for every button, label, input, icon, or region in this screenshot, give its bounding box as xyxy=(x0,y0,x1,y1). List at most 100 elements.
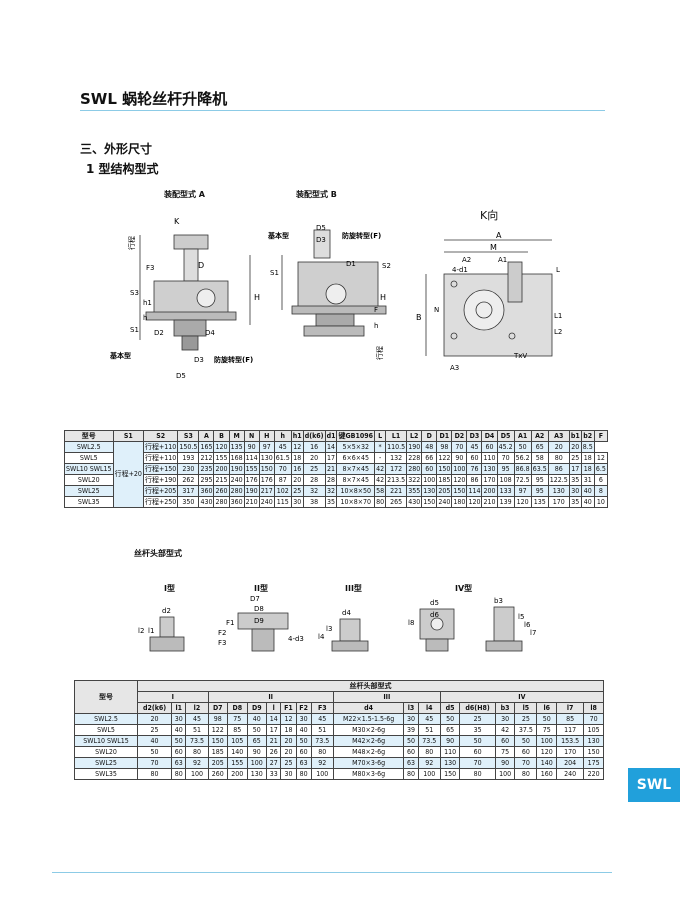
table-cell: 98 xyxy=(207,713,229,725)
t2-group-header: IV xyxy=(439,691,605,703)
t2-col-header: D7 xyxy=(207,702,229,714)
table-cell: 51 xyxy=(185,724,209,736)
table-cell: 6 xyxy=(593,474,609,486)
table-cell: 175 xyxy=(583,757,604,769)
table-cell: 21 xyxy=(324,463,338,475)
table-cell: 240 xyxy=(436,496,453,508)
svg-text:行程: 行程 xyxy=(127,236,136,250)
table-cell: 120 xyxy=(451,474,468,486)
table-cell: 180 xyxy=(451,496,468,508)
table-cell: 139 xyxy=(496,496,515,508)
table-cell: 80 xyxy=(417,746,441,758)
table-cell: 行程+250 xyxy=(142,496,179,508)
table-cell: 75 xyxy=(227,713,248,725)
table-cell: 66 xyxy=(421,452,438,464)
s1-cell: 行程+20 xyxy=(112,441,144,508)
table-cell: 114 xyxy=(243,452,260,464)
table-cell: 58 xyxy=(530,452,549,464)
table-cell: 221 xyxy=(385,485,408,497)
svg-text:D3: D3 xyxy=(316,236,326,244)
table-cell: 322 xyxy=(406,474,423,486)
table-cell: 215 xyxy=(213,474,230,486)
table-cell: 193 xyxy=(177,452,200,464)
table-cell: 240 xyxy=(555,768,585,780)
table-cell: 42 xyxy=(374,474,387,486)
k-view-title: K向 xyxy=(480,209,499,222)
t2-col-header: F3 xyxy=(310,702,334,714)
svg-text:S2: S2 xyxy=(382,262,391,270)
table-cell: 70 xyxy=(459,757,496,769)
table-cell: 170 xyxy=(555,746,585,758)
table-cell: 100 xyxy=(494,768,516,780)
table-cell: 295 xyxy=(198,474,215,486)
table-cell: 150 xyxy=(451,485,468,497)
t1-col-header: D4 xyxy=(481,430,498,442)
table-cell: * xyxy=(374,441,387,453)
svg-text:4-d1: 4-d1 xyxy=(452,266,468,274)
table-cell: 110 xyxy=(481,452,498,464)
table-cell: 360 xyxy=(228,496,245,508)
table-cell: 317 xyxy=(177,485,200,497)
t1-col-header: L1 xyxy=(385,430,408,442)
table-cell: 25 xyxy=(302,463,326,475)
table-cell: 8.5 xyxy=(580,441,595,453)
svg-text:TxV: TxV xyxy=(513,352,527,360)
table-cell: 60 xyxy=(295,746,312,758)
table-cell: 98 xyxy=(436,441,453,453)
t1-col-header: A2 xyxy=(530,430,549,442)
table-cell: M30×2-6g xyxy=(332,724,405,736)
table-cell: 140 xyxy=(536,757,557,769)
table-cell: 65 xyxy=(246,735,268,747)
t1-col-header: D3 xyxy=(466,430,483,442)
t2-col-header: l3 xyxy=(403,702,419,714)
table-cell: 205 xyxy=(207,757,229,769)
t1-col-header: D2 xyxy=(451,430,468,442)
table-cell: 90 xyxy=(451,452,468,464)
table-cell: 17 xyxy=(266,724,282,736)
t2-col-header: b3 xyxy=(494,702,516,714)
table-cell: 25 xyxy=(290,485,304,497)
t2-col-header: l5 xyxy=(514,702,538,714)
t1-col-header: F xyxy=(593,430,609,442)
table-cell: 63 xyxy=(403,757,419,769)
table-cell: 60 xyxy=(466,452,483,464)
table-cell: 90 xyxy=(439,735,461,747)
svg-text:D: D xyxy=(198,261,204,270)
svg-text:F1: F1 xyxy=(226,619,234,627)
svg-text:l4: l4 xyxy=(318,633,325,641)
svg-text:l2: l2 xyxy=(138,627,144,635)
table-cell: 130 xyxy=(481,463,498,475)
table-cell: 80 xyxy=(185,746,209,758)
svg-text:D4: D4 xyxy=(205,329,215,337)
table-cell: 100 xyxy=(310,768,334,780)
table-cell: 50 xyxy=(536,713,557,725)
svg-text:D5: D5 xyxy=(316,224,326,232)
table-cell: 130 xyxy=(258,452,275,464)
table-cell: 135 xyxy=(228,441,245,453)
svg-text:A1: A1 xyxy=(498,256,507,264)
model-cell: SWL35 xyxy=(64,496,114,508)
svg-text:4-d3: 4-d3 xyxy=(288,635,304,643)
table-cell: 27 xyxy=(266,757,282,769)
svg-text:S1: S1 xyxy=(130,326,139,334)
table-cell: 130 xyxy=(246,768,268,780)
t1-col-header: N xyxy=(243,430,260,442)
table-cell: 35 xyxy=(568,474,582,486)
svg-text:防旋转型(F): 防旋转型(F) xyxy=(214,355,253,364)
table-cell: 100 xyxy=(421,474,438,486)
table-cell: 70 xyxy=(273,463,292,475)
table-cell: 18 xyxy=(280,724,297,736)
svg-text:D9: D9 xyxy=(254,617,264,625)
table-cell: 30 xyxy=(403,713,419,725)
table-cell: 17 xyxy=(324,452,338,464)
model-cell: SWL10 SWL15 xyxy=(64,463,114,475)
table-cell: 65 xyxy=(439,724,461,736)
table-cell: 30 xyxy=(295,713,312,725)
table-cell: 95 xyxy=(496,463,515,475)
table-cell: 38 xyxy=(302,496,326,508)
model-cell: SWL2.5 xyxy=(64,441,114,453)
table-cell: 135 xyxy=(530,496,549,508)
table-cell: 50 xyxy=(514,735,538,747)
table-cell: 262 xyxy=(177,474,200,486)
